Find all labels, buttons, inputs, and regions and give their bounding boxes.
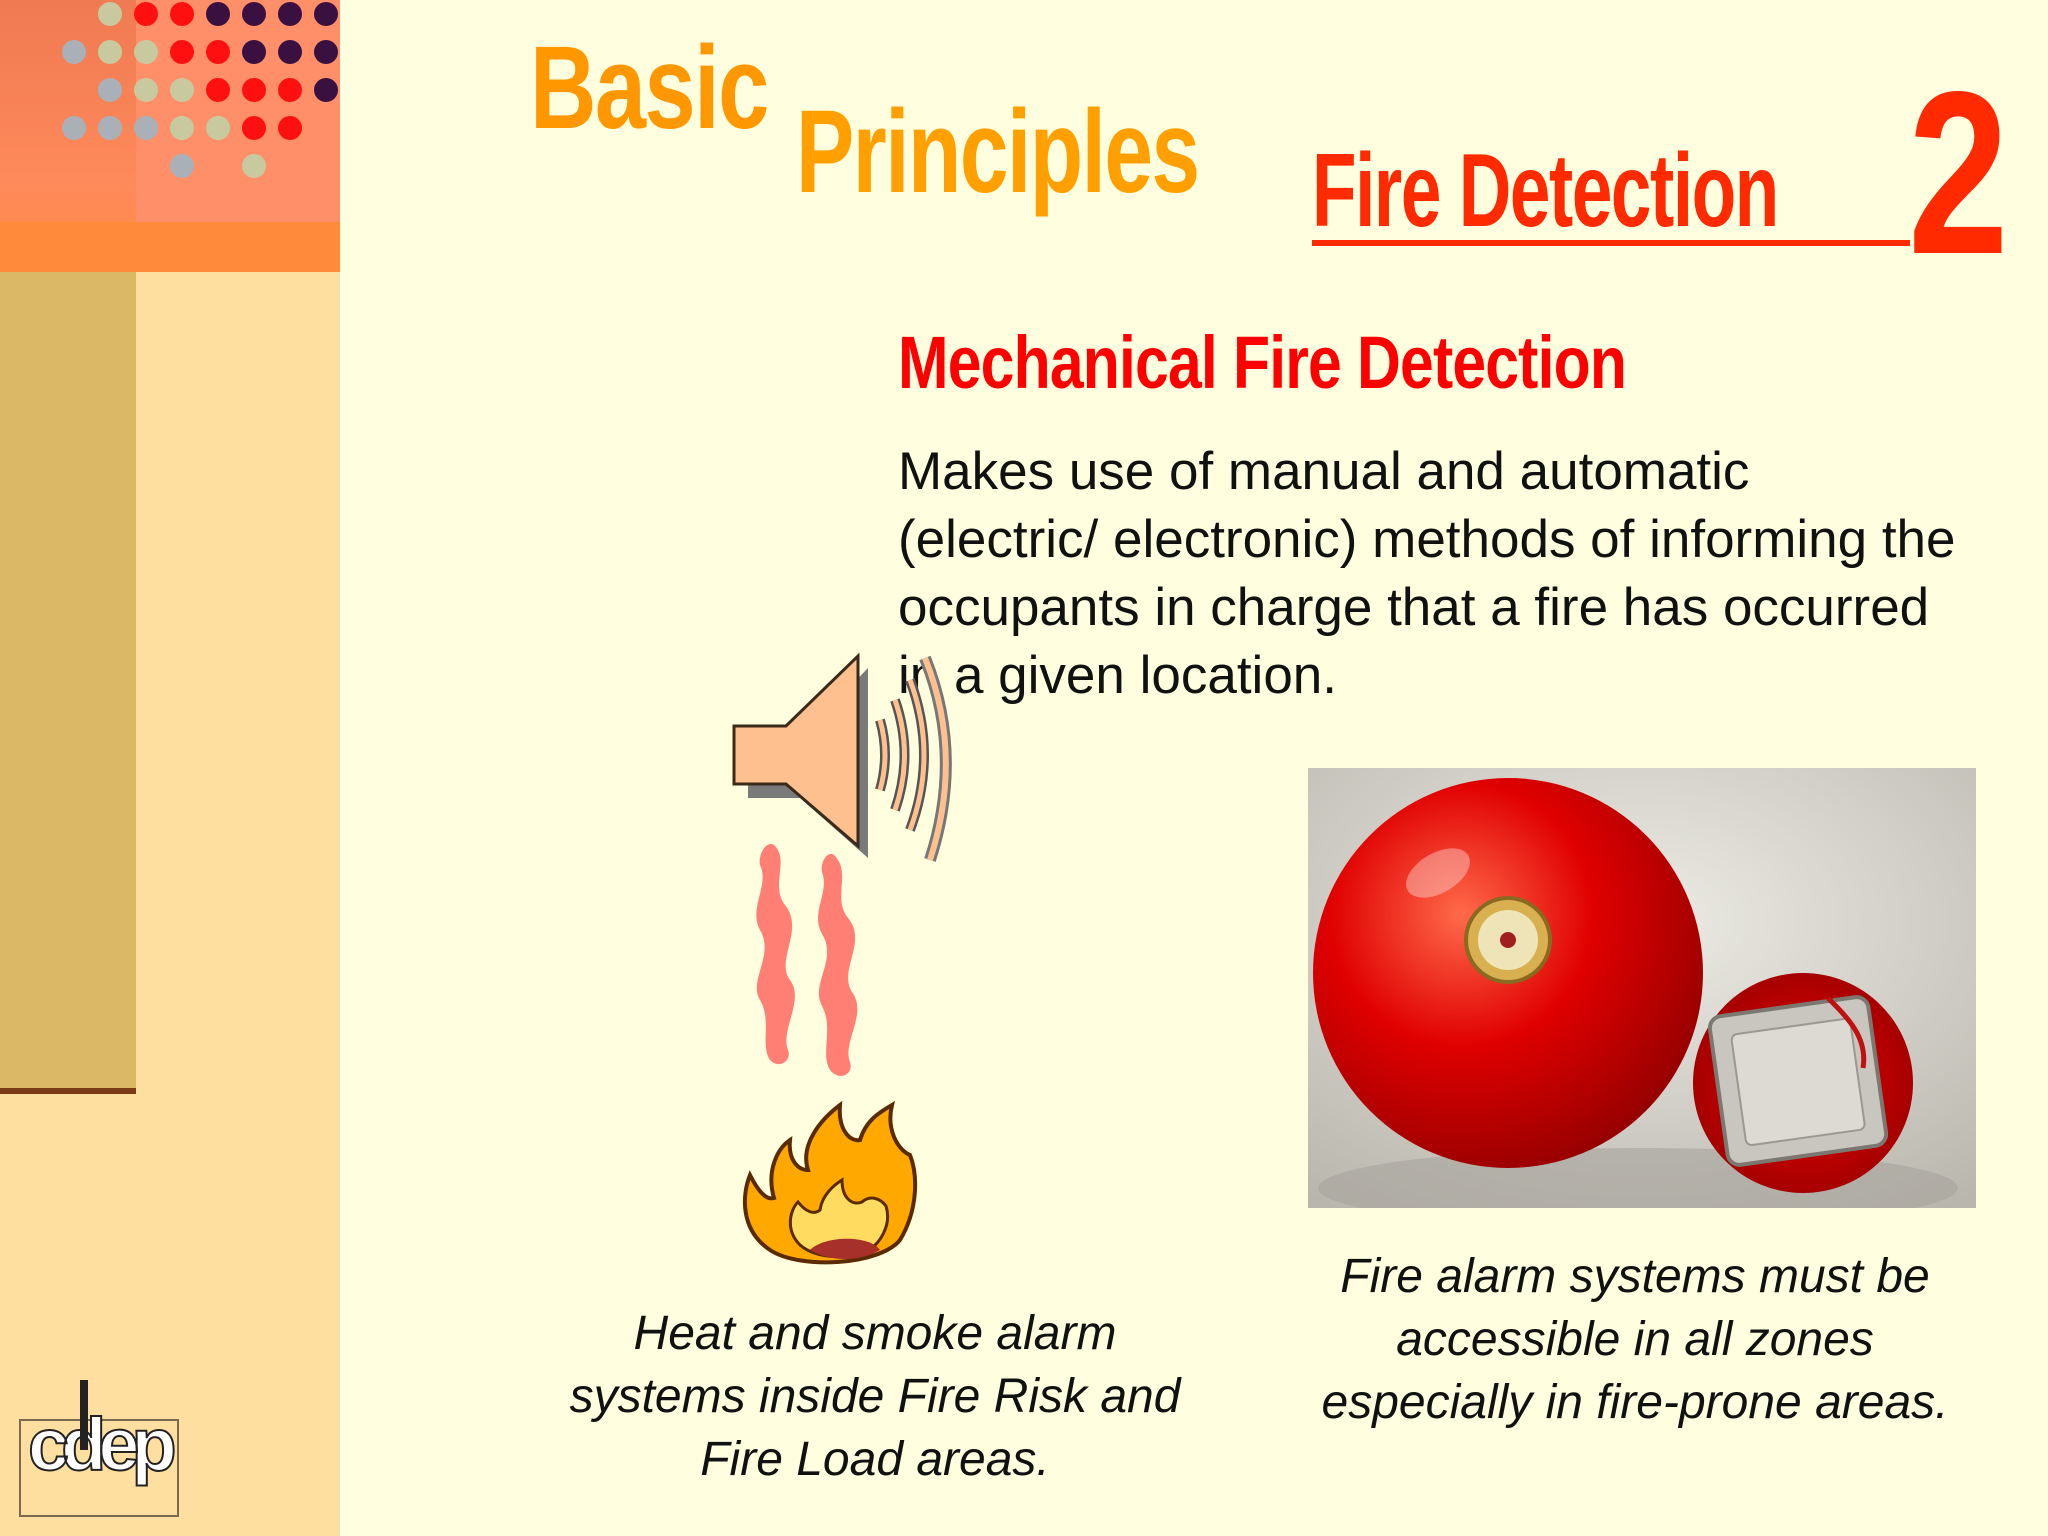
decor-dot [206,40,230,64]
decor-dot [206,116,230,140]
decor-band-light [136,272,340,1536]
caption-fire-alarm: Fire alarm systems must be accessible in… [1321,1250,1949,1429]
decor-dot [170,154,194,178]
svg-text:cdep: cdep [28,1403,175,1486]
decor-dot [62,40,86,64]
decor-dot [134,116,158,140]
decor-dot [98,116,122,140]
decor-dot [98,78,122,102]
speaker-sound-icon [732,652,952,862]
decor-dot [314,78,338,102]
decor-dot [170,40,194,64]
body-text: Makes use of manual and automatic (elect… [898,442,1956,705]
decor-band-top-inner [136,0,340,222]
title-principles: Principles [796,86,1200,218]
decor-dot [170,116,194,140]
decor-band-bottom [0,1094,136,1536]
decor-dot [206,78,230,102]
title-fire-detection: Fire Detection [1312,133,1779,249]
alarm-illustration [732,652,952,1265]
title-basic: Basic [530,22,769,154]
decor-dot [278,40,302,64]
decor-dot [314,40,338,64]
decor-band-dark [0,272,136,1090]
decor-dot [206,2,230,26]
decor-dot [242,116,266,140]
decor-band-strip [0,222,340,272]
decor-band-line [0,1088,136,1094]
caption-heat-smoke: Heat and smoke alarm systems inside Fire… [569,1307,1181,1486]
decor-dot [98,2,122,26]
decor-dot [134,78,158,102]
title-underline [1312,240,1910,246]
title-number: 2 [1908,44,2009,303]
decor-dot [314,2,338,26]
decor-dot [242,40,266,64]
smoke-icon [756,844,858,1076]
decor-dot [170,2,194,26]
flame-icon [742,1100,918,1265]
decor-dot [242,2,266,26]
decor-dot-grid [0,0,340,190]
decor-dot [278,116,302,140]
cdep-logo: cdep [19,1380,184,1517]
decor-dot [134,40,158,64]
decor-dot [278,78,302,102]
decor-dot [98,40,122,64]
decor-dot [278,2,302,26]
fire-alarm-bell-photo [1308,768,1976,1208]
decor-dot [242,78,266,102]
section-heading: Mechanical Fire Detection [898,321,1627,404]
decor-dot [62,116,86,140]
decor-dot [134,2,158,26]
decor-dot [170,78,194,102]
decor-dot [242,154,266,178]
